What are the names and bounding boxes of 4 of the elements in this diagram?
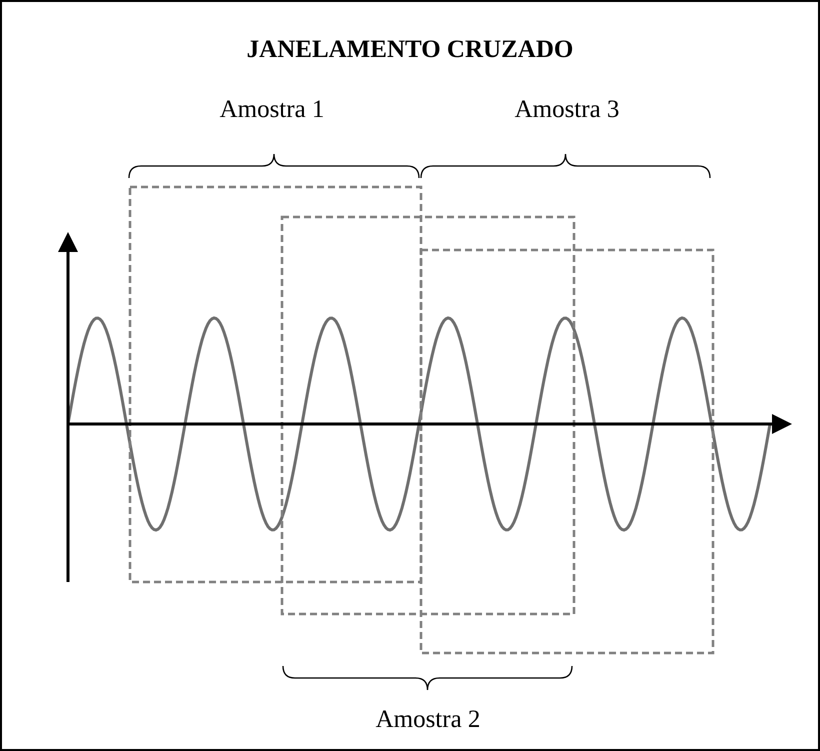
sample-label: Amostra 3 bbox=[514, 96, 620, 124]
sample-label: Amostra 1 bbox=[220, 96, 324, 124]
diagram-title: JANELAMENTO CRUZADO bbox=[246, 36, 574, 64]
sample-label: Amostra 2 bbox=[376, 706, 480, 734]
